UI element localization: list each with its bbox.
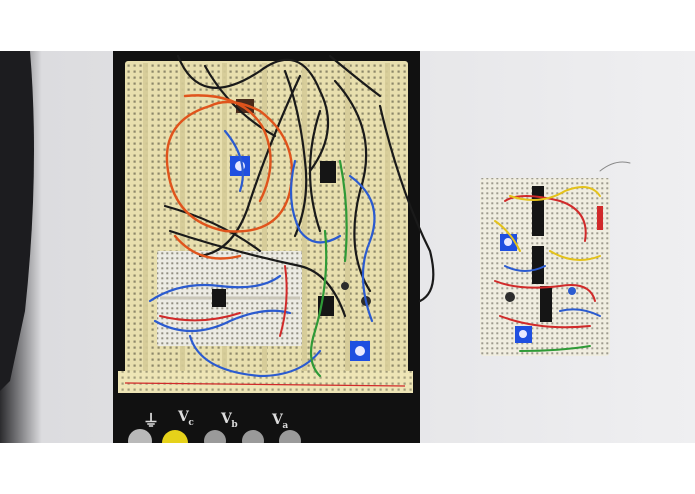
terminal-screw — [242, 430, 264, 443]
terminal-screw — [204, 430, 226, 443]
photo: ⏚ Vc Vb Va — [0, 51, 695, 443]
ic-chip — [532, 246, 544, 284]
ic-chip — [212, 289, 226, 307]
vb-label: Vb — [221, 411, 238, 430]
ic-chip — [532, 186, 544, 236]
ic-chip — [320, 161, 336, 183]
vc-label: Vc — [178, 409, 194, 428]
dark-object-left — [0, 51, 34, 391]
breadboard-photo — [0, 51, 695, 443]
va-label: Va — [272, 412, 288, 431]
ic-chip — [540, 286, 552, 322]
terminal-knob-yellow — [162, 430, 188, 443]
terminal-screw — [279, 430, 301, 443]
terminal-screw — [128, 429, 152, 443]
ground-symbol-label: ⏚ — [143, 411, 159, 430]
